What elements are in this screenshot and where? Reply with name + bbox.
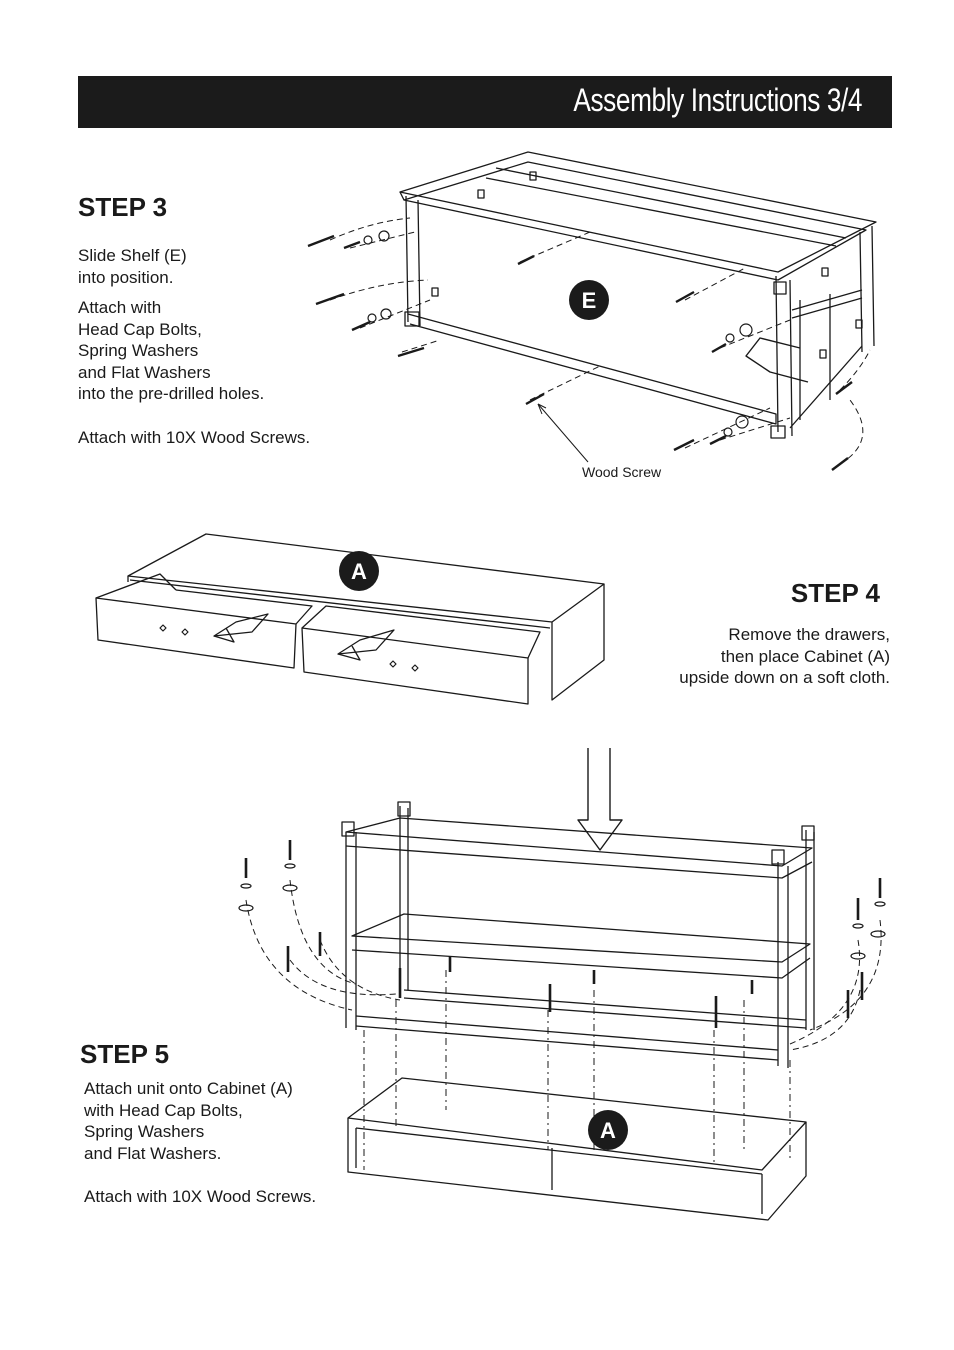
step4-line: Remove the drawers, <box>728 625 890 644</box>
step4-cabinet-diagram: A <box>95 533 605 705</box>
shelf-e-badge <box>569 280 609 320</box>
step4-instructions: Remove the drawers, then place Cabinet (… <box>679 624 890 689</box>
wood-screw-label: Wood Screw <box>582 464 662 480</box>
cabinet-a-badge-top-text: A <box>351 559 367 584</box>
step4-line: upside down on a soft cloth. <box>679 668 890 687</box>
cabinet-a-badge-top <box>339 551 379 591</box>
step3-line: into position. <box>78 267 174 287</box>
step3-line: Attach with 10X Wood Screws. <box>78 427 311 447</box>
step3-line: Attach with <box>78 298 162 317</box>
step5-line: Attach unit onto Cabinet (A) <box>84 1079 293 1098</box>
cabinet-a-badge-bottom <box>588 1110 628 1150</box>
step5-line: Attach with 10X Wood Screws. <box>84 1187 317 1206</box>
step3-line: Head Cap Bolts, <box>78 319 202 339</box>
step3-line: Spring Washers <box>78 341 199 360</box>
page-title: Assembly Instructions 3/4 <box>573 82 862 118</box>
step5-heading: STEP 5 <box>80 1039 170 1069</box>
step3-line: and Flat Washers <box>78 362 211 382</box>
step5-assembly-diagram: A <box>238 748 886 1221</box>
step5-line: Spring Washers <box>84 1122 205 1141</box>
step4-line: then place Cabinet (A) <box>720 646 890 666</box>
cabinet-a-badge-bottom-text: A <box>600 1118 616 1143</box>
shelf-e-badge-text: E <box>582 288 597 313</box>
step5-line: with Head Cap Bolts, <box>84 1100 243 1120</box>
step3-instructions: Slide Shelf (E) into position. Attach wi… <box>78 245 310 448</box>
step3-heading: STEP 3 <box>78 192 168 222</box>
step3-line: into the pre-drilled holes. <box>78 384 265 403</box>
step5-line: and Flat Washers. <box>84 1143 222 1163</box>
step3-frame-diagram: E <box>307 151 877 471</box>
page-header: Assembly Instructions 3/4 <box>78 76 892 128</box>
step4-heading: STEP 4 <box>790 578 880 608</box>
step5-instructions: Attach unit onto Cabinet (A) with Head C… <box>84 1078 316 1208</box>
step3-line: Slide Shelf (E) <box>78 246 187 265</box>
